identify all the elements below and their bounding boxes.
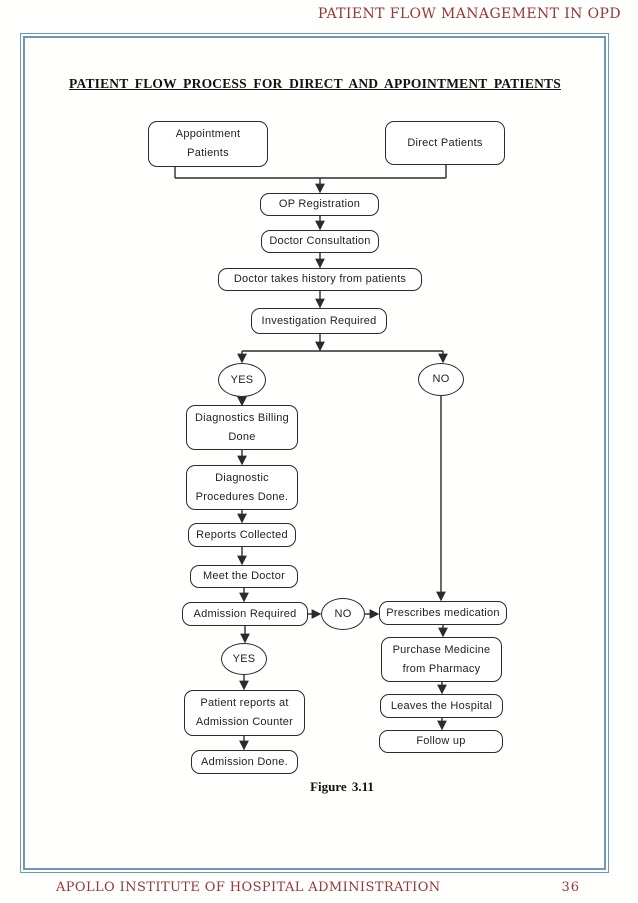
flow-node-investigation-required: Investigation Required [251,308,387,334]
flow-node-patient-reports: Patient reports at Admission Counter [184,690,305,736]
flow-node-leaves-hospital: Leaves the Hospital [380,694,503,718]
flow-node-no-investigation: NO [418,363,464,396]
figure-caption: Figure 3.11 [310,779,374,794]
flow-node-reports-collected: Reports Collected [188,523,296,547]
footer-institute: APOLLO INSTITUTE OF HOSPITAL ADMINISTRAT… [56,880,441,895]
flow-node-direct-patients: Direct Patients [385,121,505,165]
flow-node-doctor-consultation: Doctor Consultation [261,230,379,253]
flow-node-op-registration: OP Registration [260,193,379,216]
flow-node-meet-doctor: Meet the Doctor [190,565,298,588]
flow-node-yes-investigation: YES [218,363,266,397]
flow-node-no-admission: NO [321,598,365,630]
flow-node-yes-admission: YES [221,643,267,675]
document-frame [20,33,609,873]
flow-node-purchase-medicine: Purchase Medicine from Pharmacy [381,637,502,682]
flow-node-admission-required: Admission Required [182,602,308,626]
flow-node-appointment-patients: Appointment Patients [148,121,268,167]
flow-node-diagnostics-billing: Diagnostics Billing Done [186,405,298,450]
flowchart-title: PATIENT FLOW PROCESS FOR DIRECT AND APPO… [69,76,561,91]
flow-node-doctor-history: Doctor takes history from patients [218,268,422,291]
page-header-title: PATIENT FLOW MANAGEMENT IN OPD [317,6,621,22]
flow-node-diagnostic-procedures: Diagnostic Procedures Done. [186,465,298,510]
flow-node-admission-done: Admission Done. [191,750,298,774]
footer-page-number: 36 [561,880,580,895]
flow-node-follow-up: Follow up [379,730,503,753]
flow-node-prescribes-medication: Prescribes medication [379,601,507,625]
